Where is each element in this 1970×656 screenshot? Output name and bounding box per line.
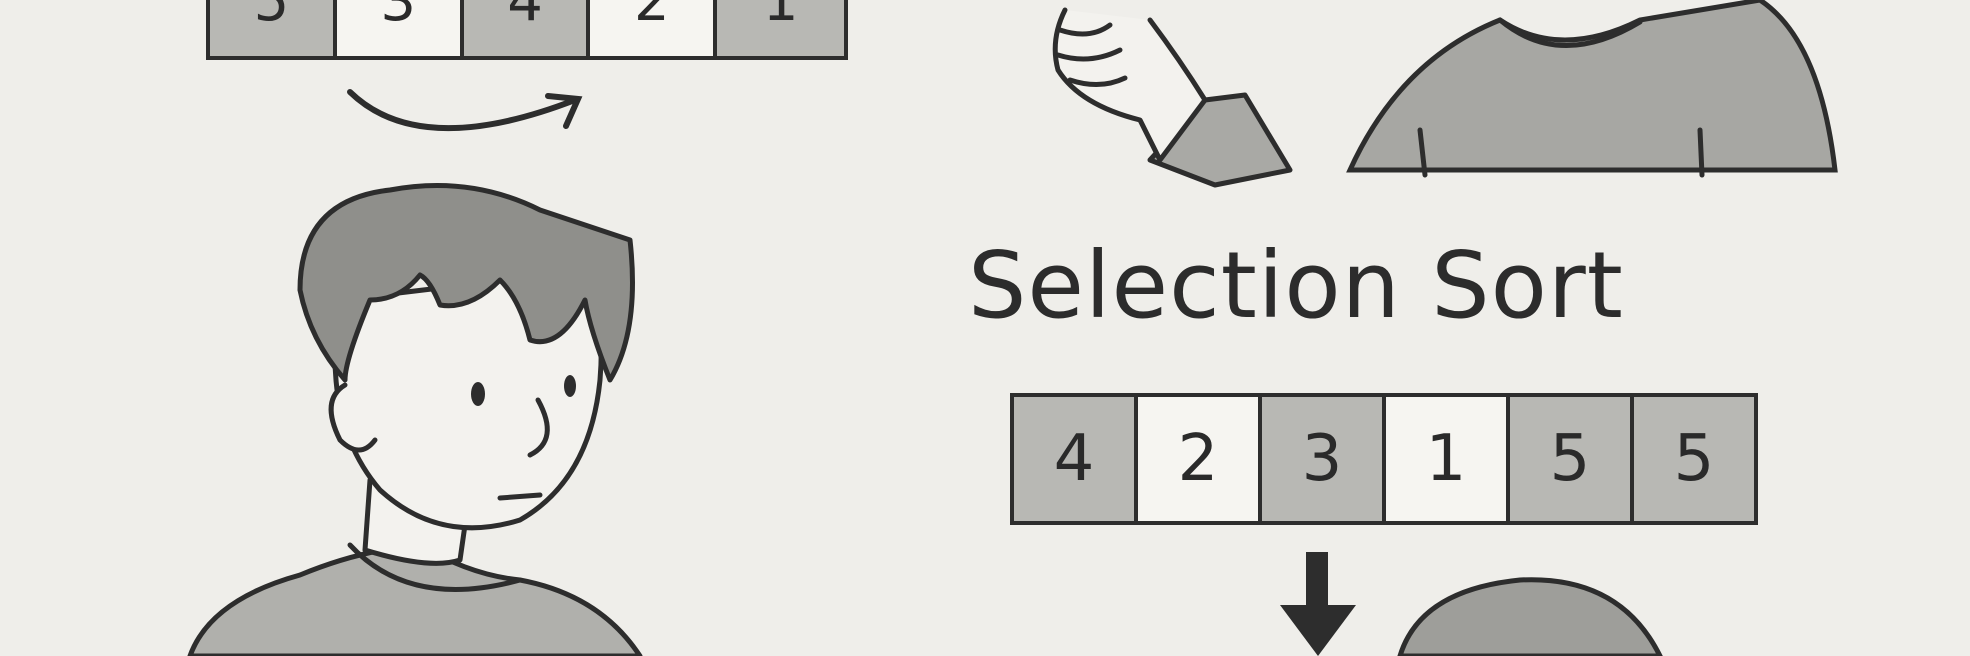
array-cell: 4 <box>463 0 591 56</box>
page-title: Selection Sort <box>968 232 1624 339</box>
main-array: 4 2 3 1 5 5 <box>1010 393 1758 525</box>
array-cell: 2 <box>1138 397 1262 521</box>
pointing-hand-icon <box>1052 7 1293 188</box>
array-cell: 3 <box>336 0 464 56</box>
array-cell: 1 <box>717 0 845 56</box>
array-cell: 1 <box>1386 397 1510 521</box>
person-head <box>1397 577 1663 656</box>
person-shoulders <box>1346 0 1838 178</box>
top-array: 5 3 4 2 1 <box>206 0 848 60</box>
array-cell: 4 <box>1014 397 1138 521</box>
array-cell: 5 <box>1510 397 1634 521</box>
array-cell: 2 <box>590 0 718 56</box>
array-cell: 5 <box>1634 397 1754 521</box>
array-cell: 3 <box>1262 397 1386 521</box>
curved-arrow-icon <box>347 89 583 131</box>
person-figure <box>187 183 643 656</box>
down-arrow-icon <box>1280 552 1356 656</box>
array-cell: 5 <box>210 0 337 56</box>
